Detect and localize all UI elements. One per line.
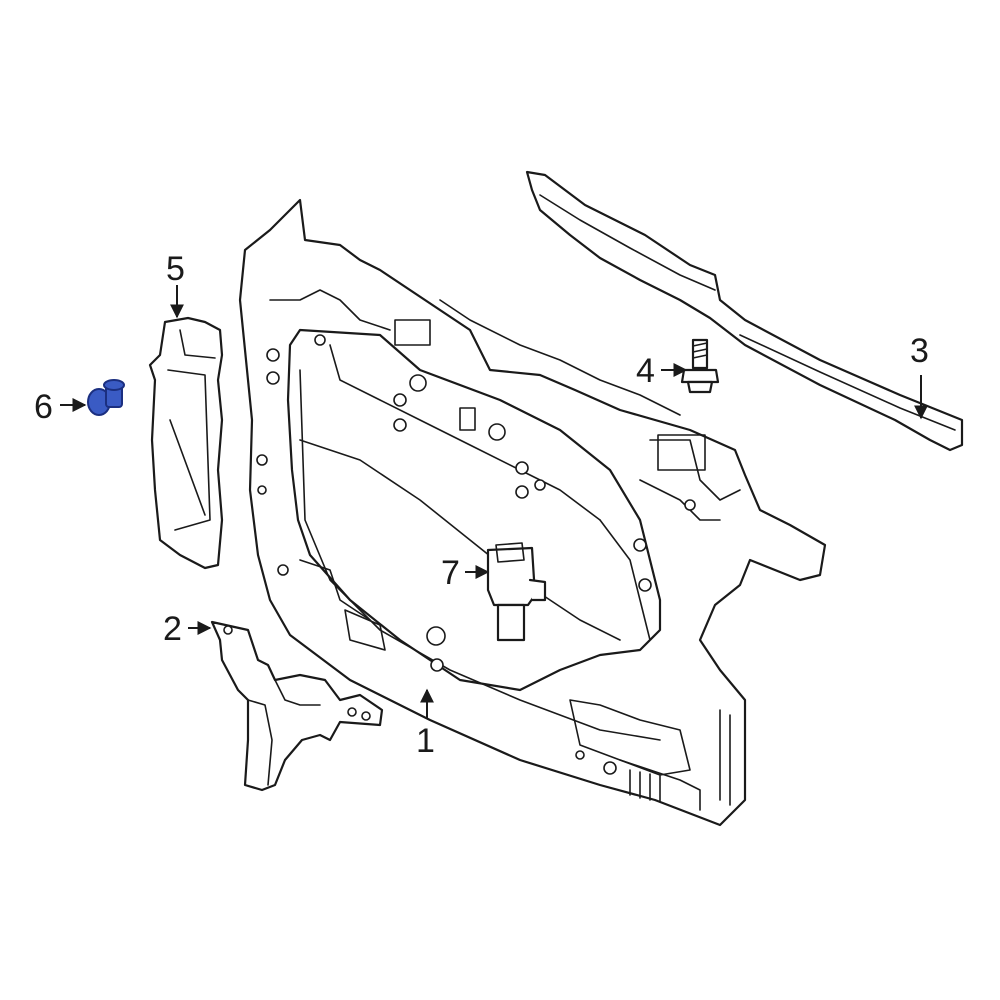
callout-1: 1 (416, 722, 435, 760)
air-guide-part[interactable] (148, 316, 224, 570)
push-clip-part[interactable] (87, 379, 125, 416)
side-bracket-part[interactable] (210, 620, 384, 792)
callout-7: 7 (441, 554, 460, 592)
callout-2: 2 (163, 610, 182, 648)
sensor-part[interactable] (486, 542, 547, 642)
bolt-part[interactable] (680, 338, 720, 394)
callout-4: 4 (636, 352, 655, 390)
callout-5: 5 (166, 250, 185, 288)
callout-6: 6 (34, 388, 53, 426)
callout-3: 3 (910, 332, 929, 370)
radiator-support-part[interactable] (238, 198, 827, 827)
